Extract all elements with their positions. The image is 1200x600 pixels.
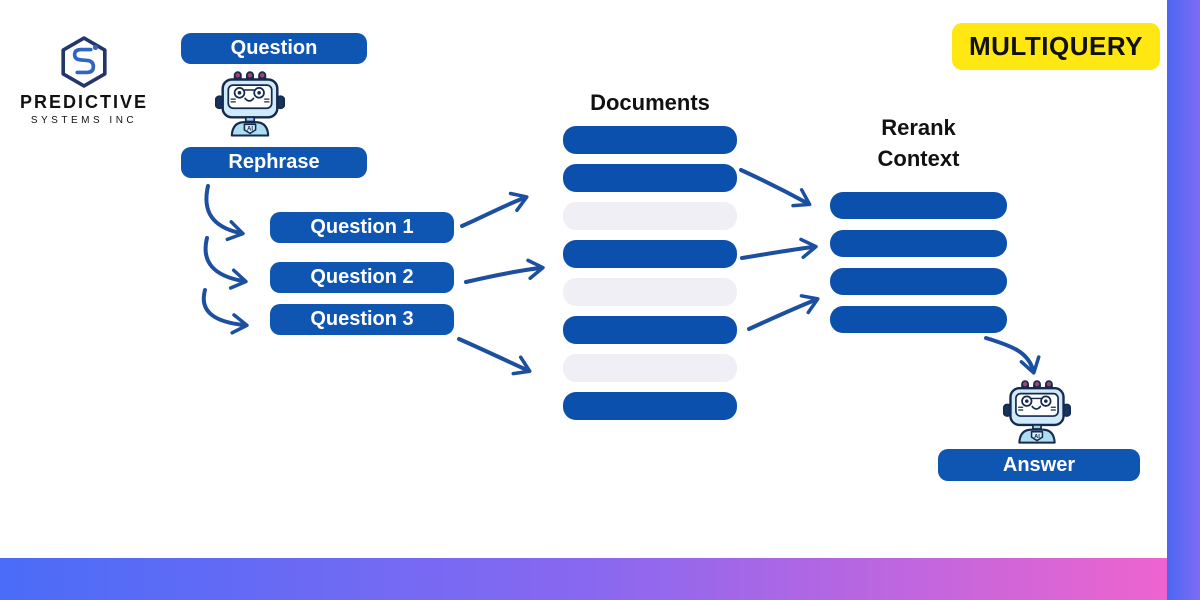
right-gradient-border: [1167, 0, 1200, 600]
rephrase-pill: Rephrase: [181, 147, 367, 178]
rerank-bar-blue: [830, 230, 1007, 257]
robot-ai-label: AI: [247, 127, 253, 133]
brand-logo-icon: [61, 36, 107, 88]
rerank-title: Rerank Context: [826, 112, 1011, 174]
question-pill: Question: [181, 33, 367, 64]
document-bar-gray: [563, 278, 737, 306]
arrow-docs-to-rerank-2: [740, 237, 818, 260]
arrow-q2-to-docs: [464, 258, 545, 284]
rerank-title-line2: Context: [877, 146, 960, 171]
subquery-pill-2: Question 2: [270, 262, 454, 293]
document-bar-blue: [563, 392, 737, 420]
brand-subtitle: SYSTEMS INC: [30, 115, 138, 126]
ai-robot-icon: AI: [215, 71, 285, 137]
document-bar-blue: [563, 126, 737, 154]
documents-stack: [563, 126, 737, 420]
arrow-q3-to-docs: [457, 337, 532, 376]
brand-name: PREDICTIVE: [19, 92, 149, 112]
multiquery-badge: MULTIQUERY: [952, 23, 1160, 70]
document-bar-gray: [563, 202, 737, 230]
rerank-title-line1: Rerank: [881, 115, 956, 140]
answer-pill: Answer: [938, 449, 1140, 481]
ai-robot-icon-answer: AI: [1003, 380, 1071, 444]
subquery-pill-1: Question 1: [270, 212, 454, 243]
arrow-docs-to-rerank-1: [739, 168, 812, 208]
arrow-rephrase-to-q3: [201, 288, 249, 335]
rerank-stack: [830, 192, 1007, 333]
subquery-pill-3: Question 3: [270, 304, 454, 335]
document-bar-blue: [563, 240, 737, 268]
arrow-rerank-to-robot: [984, 336, 1041, 375]
arrow-rephrase-to-q1: [204, 184, 245, 242]
document-bar-gray: [563, 354, 737, 382]
rerank-bar-blue: [830, 192, 1007, 219]
rerank-bar-blue: [830, 268, 1007, 295]
robot-ai-label: AI: [1034, 434, 1040, 440]
arrow-q1-to-docs: [460, 191, 529, 228]
brand-logo: PREDICTIVE SYSTEMS INC: [14, 36, 154, 126]
rerank-bar-blue: [830, 306, 1007, 333]
arrow-rephrase-to-q2: [203, 236, 248, 290]
documents-title: Documents: [590, 90, 710, 115]
bottom-gradient-border: [0, 558, 1200, 600]
arrow-docs-to-rerank-3: [747, 294, 820, 331]
document-bar-blue: [563, 316, 737, 344]
document-bar-blue: [563, 164, 737, 192]
